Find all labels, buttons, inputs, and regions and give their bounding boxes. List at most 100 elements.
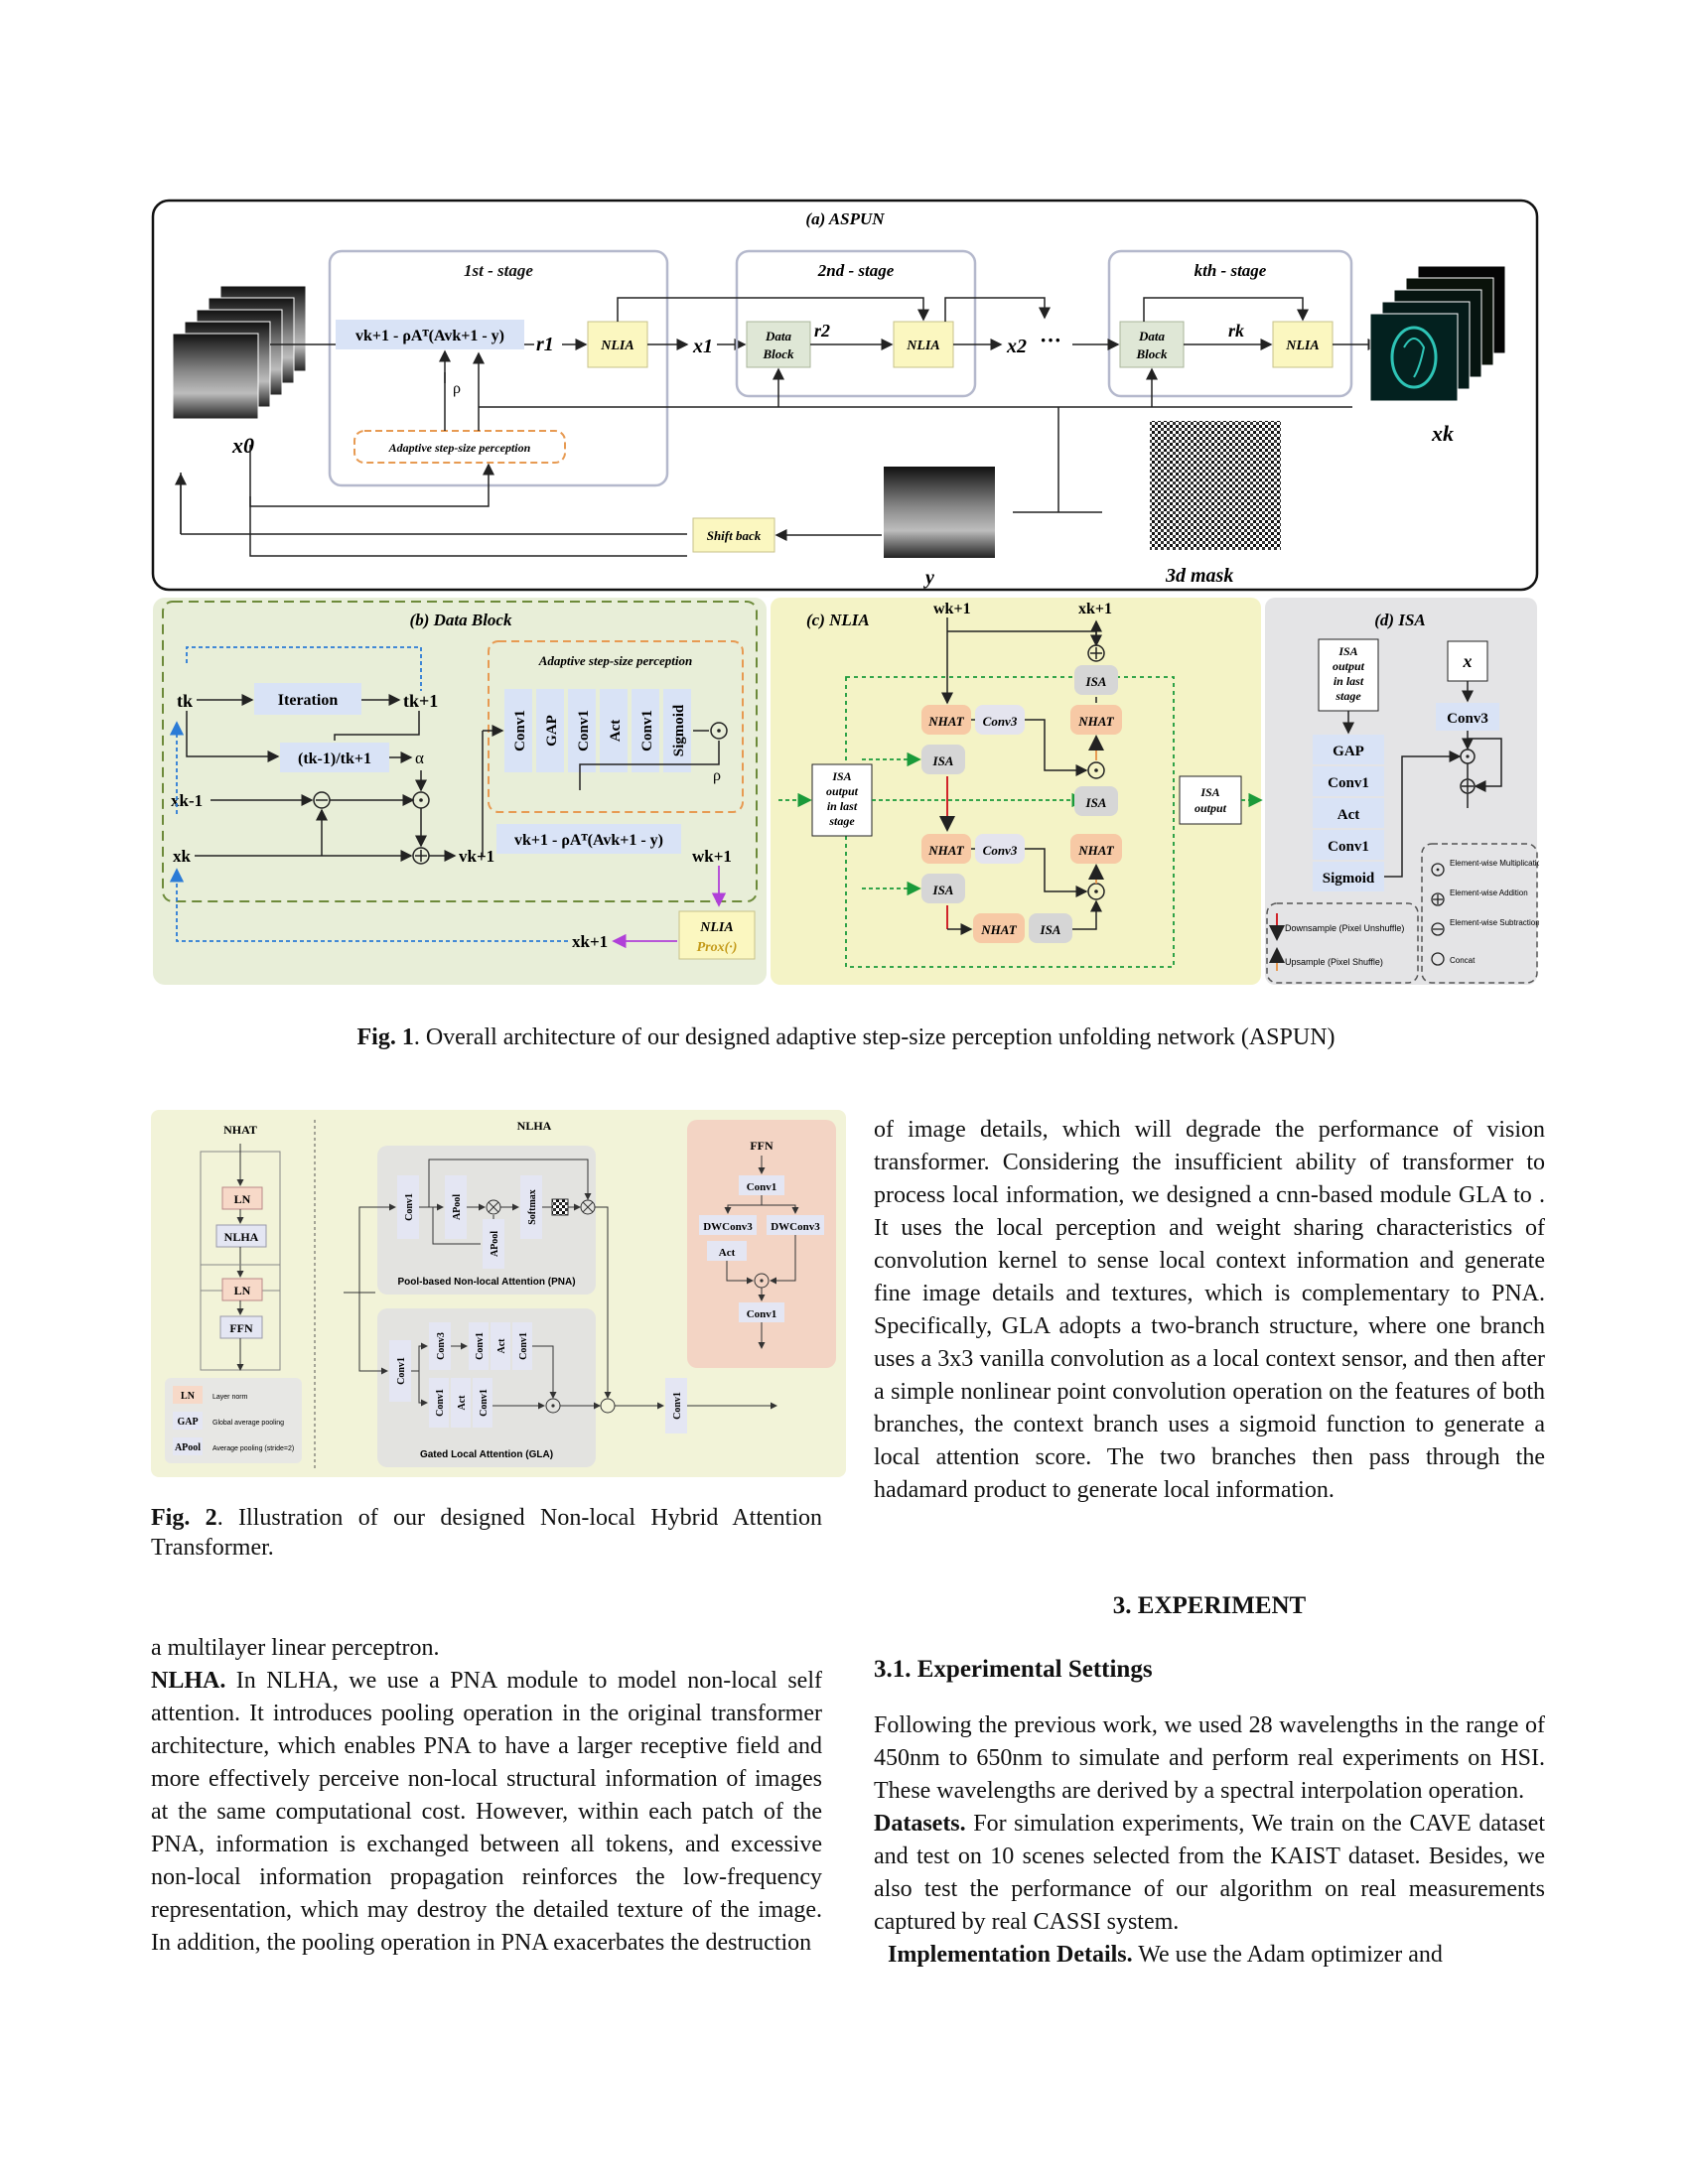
xk-output-stack: [1369, 265, 1506, 402]
x1-label: x1: [692, 336, 713, 357]
rho-label: ρ: [453, 380, 461, 397]
svg-text:Act: Act: [496, 1338, 507, 1354]
svg-text:NHAT: NHAT: [1077, 714, 1114, 729]
svg-text:NHAT: NHAT: [927, 714, 964, 729]
adaptive-layers: Conv1 GAP Conv1 Act Conv1 Sigmoid: [504, 689, 691, 772]
svg-text:Act: Act: [719, 1247, 736, 1259]
paragraph: a multilayer linear perceptron.: [151, 1635, 440, 1661]
svg-text:LN: LN: [234, 1192, 251, 1206]
svg-text:xk+1: xk+1: [572, 932, 608, 951]
stage-1-box: [328, 249, 669, 487]
stage-2-box: [735, 249, 977, 398]
svg-text:Layer norm: Layer norm: [212, 1394, 248, 1401]
isa-layers: GAP Conv1 Act Conv1 Sigmoid: [1313, 735, 1384, 891]
svg-text:x: x: [1463, 651, 1473, 671]
y-label: y: [923, 567, 934, 589]
svg-text:Conv1: Conv1: [404, 1193, 415, 1221]
svg-text:GAP: GAP: [544, 715, 560, 747]
svg-text:GAP: GAP: [1333, 744, 1364, 759]
paragraph: of image details, which will degrade the…: [874, 1117, 1545, 1503]
figure-2-label: Fig. 2: [151, 1505, 217, 1531]
paragraph: NLHA. In NLHA, we use a PNA module to mo…: [151, 1668, 822, 1956]
svg-text:α: α: [415, 749, 424, 767]
svg-text:DWConv3: DWConv3: [771, 1221, 820, 1233]
sample-legend: [1266, 902, 1419, 984]
svg-text:Softmax: Softmax: [527, 1189, 538, 1225]
svg-text:Gated Local Attention (GLA): Gated Local Attention (GLA): [420, 1449, 553, 1460]
svg-text:ISA: ISA: [1040, 922, 1061, 937]
svg-text:NHAT: NHAT: [927, 843, 964, 858]
svg-text:x2: x2: [1006, 336, 1027, 357]
svg-text:xk: xk: [173, 847, 192, 866]
figure-1-architecture: (a) ASPUN x0 1st - stage vk+1 - ρAᵀ(Avk+…: [151, 199, 1539, 985]
svg-text:Conv3: Conv3: [983, 714, 1018, 729]
figure-1-caption: Fig. 1. Overall architecture of our desi…: [356, 1024, 1336, 1050]
svg-text:Conv1: Conv1: [1328, 839, 1369, 855]
svg-text:output: output: [1195, 801, 1227, 815]
svg-text:FFN: FFN: [750, 1139, 774, 1153]
right-column-text: of image details, which will degrade the…: [874, 1114, 1545, 1507]
svg-text:ISA: ISA: [831, 769, 851, 783]
nlia-block-k: [1272, 321, 1334, 368]
svg-text:ISA: ISA: [1337, 644, 1357, 658]
svg-text:Conv1: Conv1: [396, 1357, 407, 1385]
svg-text:Act: Act: [457, 1395, 468, 1411]
svg-text:NLIA: NLIA: [1285, 339, 1319, 353]
y-measurement-image: [884, 467, 995, 558]
svg-text:Prox(·): Prox(·): [697, 940, 738, 955]
nlia-title: (c) NLIA: [806, 611, 870, 629]
svg-text:ISA: ISA: [1199, 785, 1219, 799]
stage-2-label: 2nd - stage: [817, 261, 895, 280]
svg-text:Conv1: Conv1: [518, 1332, 529, 1360]
svg-text:Conv1: Conv1: [747, 1308, 777, 1320]
svg-text:Data: Data: [765, 329, 792, 343]
left-column-text: a multilayer linear perceptron. NLHA. In…: [151, 1632, 822, 1960]
svg-text:Concat: Concat: [1450, 956, 1476, 965]
svg-text:ISA: ISA: [932, 883, 954, 897]
svg-text:Act: Act: [1337, 807, 1360, 823]
mask-label: 3d mask: [1165, 565, 1233, 587]
figure-2-nlhat: NHAT NLHA LN NLHA LN FFN LN Layer norm G…: [151, 1110, 846, 1477]
svg-text:···: ···: [1040, 328, 1061, 352]
svg-text:r2: r2: [814, 321, 830, 341]
nlha-title: NLHA: [517, 1119, 552, 1133]
svg-text:NHAT: NHAT: [1077, 843, 1114, 858]
svg-text:APool: APool: [452, 1194, 463, 1220]
svg-text:DWConv3: DWConv3: [703, 1221, 753, 1233]
stage-k-box: [1107, 249, 1353, 398]
svg-text:Conv3: Conv3: [983, 843, 1018, 858]
svg-text:LN: LN: [181, 1391, 196, 1402]
svg-text:APool: APool: [490, 1231, 500, 1257]
svg-text:NLHA: NLHA: [224, 1230, 259, 1244]
svg-text:Conv1: Conv1: [512, 710, 528, 751]
svg-text:Adaptive step-size perception: Adaptive step-size perception: [538, 653, 693, 668]
svg-text:rk: rk: [1228, 321, 1244, 341]
svg-text:ISA: ISA: [932, 753, 954, 768]
svg-text:Global average pooling: Global average pooling: [212, 1420, 284, 1427]
svg-text:APool: APool: [175, 1442, 201, 1453]
svg-text:ρ: ρ: [713, 767, 721, 784]
nlia-block-1: [587, 321, 648, 368]
adaptive-step-detail: [488, 640, 744, 813]
svg-text:tk: tk: [177, 691, 193, 711]
svg-text:FFN: FFN: [229, 1321, 253, 1335]
svg-text:Conv1: Conv1: [747, 1181, 777, 1193]
svg-text:tk+1: tk+1: [403, 691, 438, 711]
isa-title: (d) ISA: [1374, 611, 1425, 629]
aspun-title: (a) ASPUN: [805, 209, 885, 228]
svg-text:Conv1: Conv1: [479, 1389, 490, 1417]
svg-text:Sigmoid: Sigmoid: [671, 704, 687, 756]
svg-text:in last: in last: [827, 799, 858, 813]
svg-text:Conv1: Conv1: [435, 1389, 446, 1417]
x0-image-stack: [172, 285, 307, 420]
xk-label: xk: [1431, 421, 1454, 446]
svg-text:xk+1: xk+1: [1078, 601, 1112, 617]
nlia-block-2: [893, 321, 954, 368]
svg-text:xk-1: xk-1: [171, 791, 203, 810]
right-column-text-2: Following the previous work, we used 28 …: [874, 1709, 1545, 1972]
svg-text:GAP: GAP: [177, 1417, 198, 1428]
svg-text:Sigmoid: Sigmoid: [1323, 871, 1375, 887]
paragraph: Implementation Details. We use the Adam …: [888, 1942, 1443, 1968]
svg-text:NLIA: NLIA: [600, 339, 633, 353]
svg-text:stage: stage: [828, 814, 855, 828]
